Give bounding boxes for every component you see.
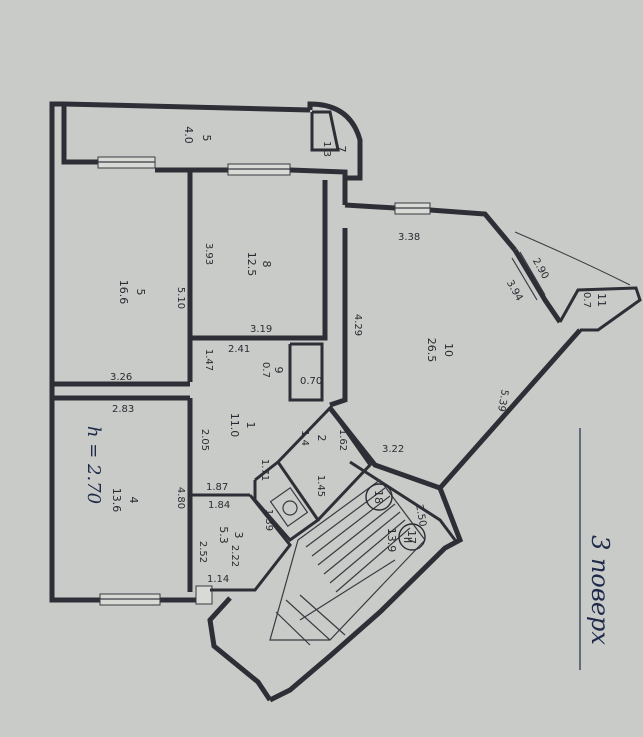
room-3-area: 5.3 (217, 526, 230, 544)
stair-number: II (401, 537, 414, 544)
wall-room2 (276, 405, 372, 522)
dim-3-93: 3.93 (203, 243, 214, 265)
room-4-area: 13.6 (110, 488, 123, 513)
room-5-number: 5 (134, 289, 147, 296)
dim-2-52: 2.52 (197, 541, 208, 563)
wall-balcony-6 (63, 101, 311, 113)
bath-fixture (269, 486, 309, 528)
room-6-area: 4.0 (182, 126, 195, 144)
dim-1-62: 1.62 (337, 429, 348, 451)
wall-top-left (61, 104, 98, 165)
markers: 18 17 (365, 483, 426, 551)
outer-walls (49, 101, 642, 703)
wall-room10-diagonal (438, 328, 582, 490)
wall-room10-top-a (344, 202, 396, 211)
floor-caption: 3 поверх (586, 535, 614, 645)
wall-top-right (289, 167, 348, 205)
dim-1-14: 1.14 (207, 574, 229, 585)
dim-1-47: 1.47 (203, 349, 214, 371)
dim-2-41: 2.41 (228, 344, 250, 355)
room-9-number: 9 (272, 367, 285, 374)
dimension-labels: 3.26 5.10 2.83 2.05 4.80 1.87 1.84 2.52 … (110, 232, 550, 585)
wall-room10-left (329, 228, 348, 408)
dim-2-83: 2.83 (112, 404, 134, 415)
room-8-number: 8 (260, 261, 273, 268)
dim-2-05: 2.05 (199, 429, 210, 451)
dim-1-45: 1.45 (315, 475, 326, 497)
dim-0-70: 0.70 (300, 376, 322, 387)
wall-room9 (288, 342, 324, 402)
dim-2-22: 2.22 (229, 545, 240, 567)
wall-room10-top-b (429, 207, 517, 252)
room-7-number: 7 (335, 146, 348, 153)
marker-circle-18 (365, 483, 393, 511)
dim-4-80: 4.80 (175, 487, 186, 509)
dim-1-39: 1.39 (263, 509, 274, 531)
wall-room-7 (310, 110, 340, 152)
room-1-area: 11.0 (228, 413, 241, 438)
wall-left (49, 101, 100, 603)
room-1-number: 1 (244, 422, 257, 429)
room-labels: 5 4.0 7 1.3 5 16.6 8 12.5 9 0.7 10 26.5 … (110, 126, 608, 552)
dim-1-84: 1.84 (208, 500, 230, 511)
room-10-number: 10 (442, 343, 455, 357)
wall-stair-right (268, 487, 464, 703)
room-2-number: 2 (315, 435, 328, 442)
dim-3-19: 3.19 (250, 324, 272, 335)
room-10-area: 26.5 (425, 338, 438, 363)
stair-area: 13.9 (385, 528, 398, 553)
wall-stair-left (207, 596, 273, 702)
wall-bay-7 (307, 101, 363, 181)
window-room3 (195, 585, 213, 605)
dim-2-50: 2.50 (413, 504, 428, 528)
wall-balcony-11-b (558, 286, 642, 332)
dim-3-22: 3.22 (382, 444, 404, 455)
room-3-number: 3 (232, 532, 245, 539)
dim-3-26: 3.26 (110, 372, 132, 383)
caption-block: 3 поверх (579, 428, 614, 670)
room-4-number: 4 (127, 497, 140, 504)
dim-4-29: 4.29 (352, 314, 363, 336)
interior-walls (52, 170, 457, 592)
room-11-number: 11 (595, 293, 608, 307)
marker-circle-17 (398, 523, 426, 551)
wall-stair-top (349, 460, 457, 541)
room-6-number: 5 (200, 135, 213, 142)
dim-5-39: 5.39 (495, 389, 510, 413)
dim-1-87: 1.87 (206, 482, 228, 493)
staircase (269, 479, 426, 646)
room-7-area: 1.3 (321, 141, 332, 157)
marker-17: 17 (405, 530, 418, 544)
room-5-area: 16.6 (117, 280, 130, 305)
room-9-area: 0.7 (260, 362, 271, 378)
wall-room8 (190, 180, 328, 341)
wall-balcony-11-a (512, 248, 563, 324)
dim-3-38: 3.38 (398, 232, 420, 243)
dim-5-10: 5.10 (175, 287, 186, 309)
room-8-area: 12.5 (245, 252, 258, 277)
dim-1-71: 1.71 (259, 459, 270, 481)
marker-18: 18 (372, 490, 385, 504)
wall-room3 (210, 494, 292, 592)
door-arc (514, 231, 631, 286)
windows (97, 156, 546, 606)
wall-bath (253, 459, 321, 543)
ceiling-height-note: h = 2.70 (83, 426, 104, 504)
room-11-area: 0.7 (581, 292, 592, 308)
room-2-area: 1.4 (299, 430, 310, 446)
